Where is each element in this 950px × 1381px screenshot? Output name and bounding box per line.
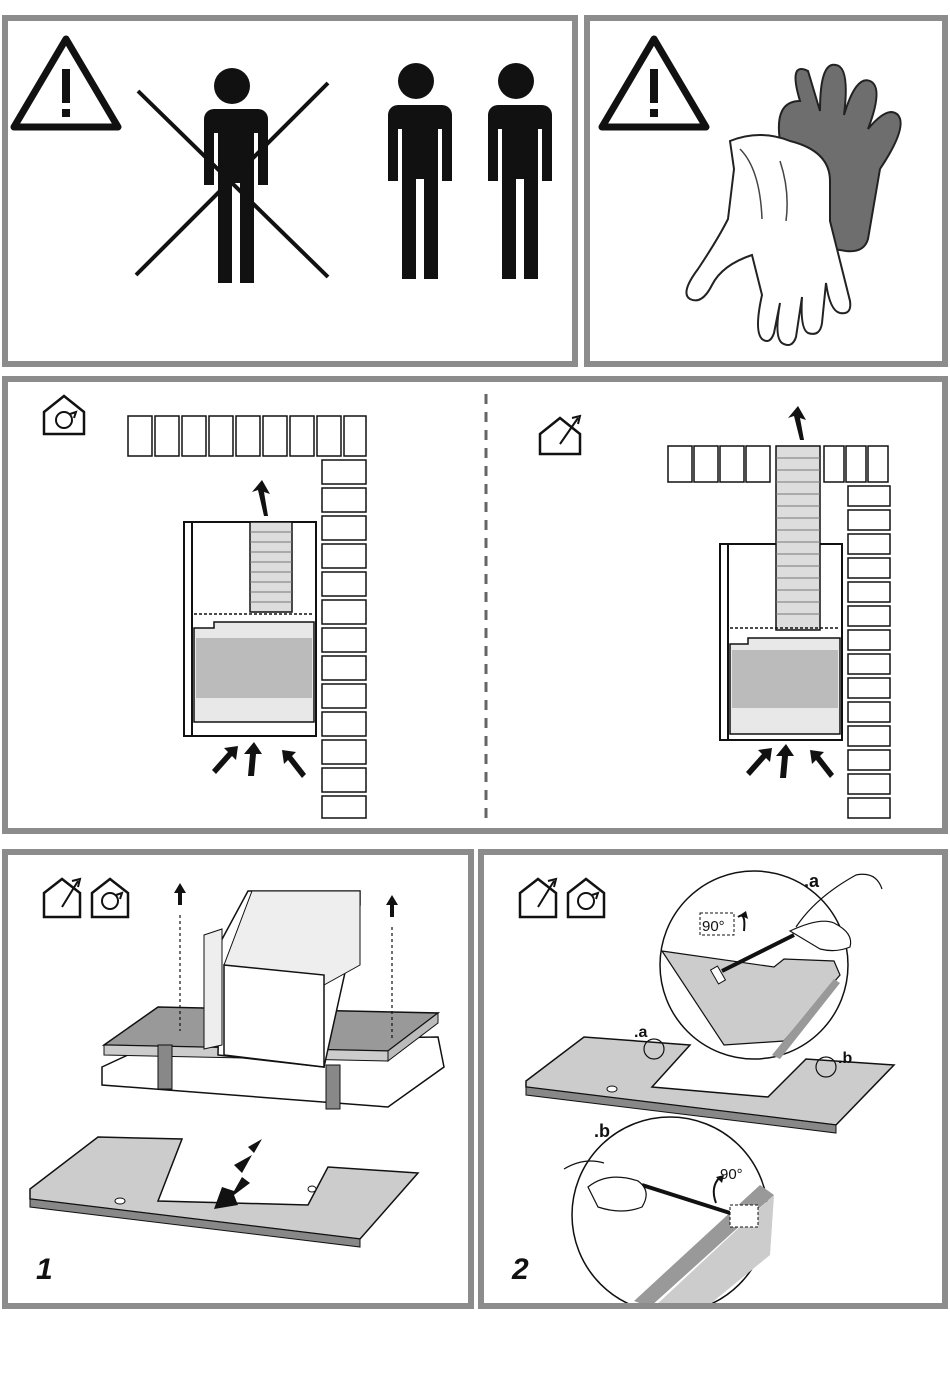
hob-assembly [102,883,444,1109]
direction-arrow-icon [214,1139,262,1209]
light-glove-icon [686,135,850,345]
pointer-label-b: .b [838,1050,852,1067]
extraction-house-icon [540,416,580,454]
callout-label-a: .a [804,871,820,891]
warning-triangle-icon [602,39,706,127]
extraction-house-icon [44,879,80,917]
cabinet-extraction [720,446,842,740]
angle-label-b: 90° [720,1166,743,1183]
recirculation-house-icon [568,879,604,917]
cabinet-recirculation [184,522,316,736]
step-number-2: 2 [511,1253,529,1286]
callout-label-b: .b [594,1121,610,1141]
detail-circle-a: 90° [660,871,882,1059]
panel-step-2: 90° .a .a .b 90° .b 2 [478,849,948,1309]
warning-triangle-icon [14,39,118,127]
pointer-label-a: .a [634,1024,647,1041]
angle-label-a: 90° [702,918,725,935]
extraction-house-icon [520,879,556,917]
panel-two-person-warning [2,15,578,367]
recirculation-house-icon [44,396,84,434]
panel-step-1: 1 [2,849,474,1309]
two-persons-icon [388,63,552,279]
recirculation-house-icon [92,879,128,917]
detail-circle-b: 90° [564,1117,774,1303]
panel-operation-modes [2,376,948,834]
panel-gloves-warning [584,15,948,367]
step-number-1: 1 [36,1253,53,1286]
